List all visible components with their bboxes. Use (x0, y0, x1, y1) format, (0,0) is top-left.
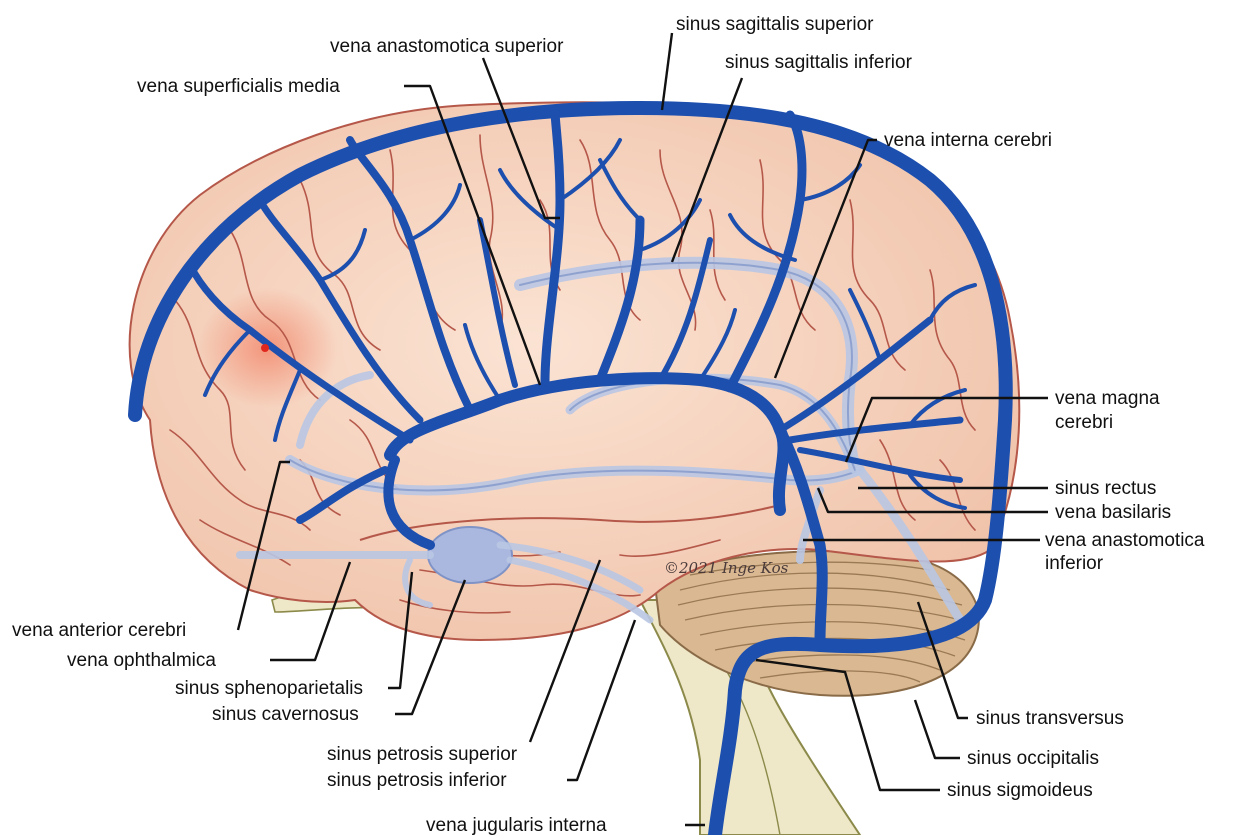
label-vena-ophthalmica: vena ophthalmica (67, 650, 216, 671)
label-sinus-rectus: sinus rectus (1055, 478, 1156, 499)
label-sinus-sigmoideus: sinus sigmoideus (947, 780, 1093, 801)
label-vena-basilaris: vena basilaris (1055, 502, 1171, 523)
label-sinus-sagittalis-inferior: sinus sagittalis inferior (725, 52, 913, 73)
label-vena-anastomotica-inferior-line1: vena anastomotica (1045, 530, 1205, 551)
label-sinus-cavernosus: sinus cavernosus (212, 704, 359, 725)
label-sinus-occipitalis: sinus occipitalis (967, 748, 1099, 769)
label-vena-superficialis-media: vena superficialis media (137, 76, 340, 97)
label-sinus-petrosis-inferior: sinus petrosis inferior (327, 770, 507, 791)
label-vena-magna-cerebri-line1: vena magna (1055, 388, 1160, 409)
label-sinus-sagittalis-superior: sinus sagittalis superior (676, 14, 874, 35)
label-sinus-sphenoparietalis: sinus sphenoparietalis (175, 678, 363, 699)
label-vena-interna-cerebri: vena interna cerebri (884, 130, 1052, 151)
label-sinus-transversus: sinus transversus (976, 708, 1124, 729)
artist-signature: ©2021 Inge Kos (664, 559, 789, 577)
label-vena-anterior-cerebri: vena anterior cerebri (12, 620, 186, 641)
label-vena-jugularis-interna: vena jugularis interna (426, 815, 607, 835)
label-sinus-petrosis-superior: sinus petrosis superior (327, 744, 518, 765)
label-vena-anastomotica-superior: vena anastomotica superior (330, 36, 564, 57)
marker-dot (261, 344, 269, 352)
label-vena-anastomotica-inferior-line2: inferior (1045, 553, 1104, 574)
label-vena-magna-cerebri-line2: cerebri (1055, 412, 1113, 433)
